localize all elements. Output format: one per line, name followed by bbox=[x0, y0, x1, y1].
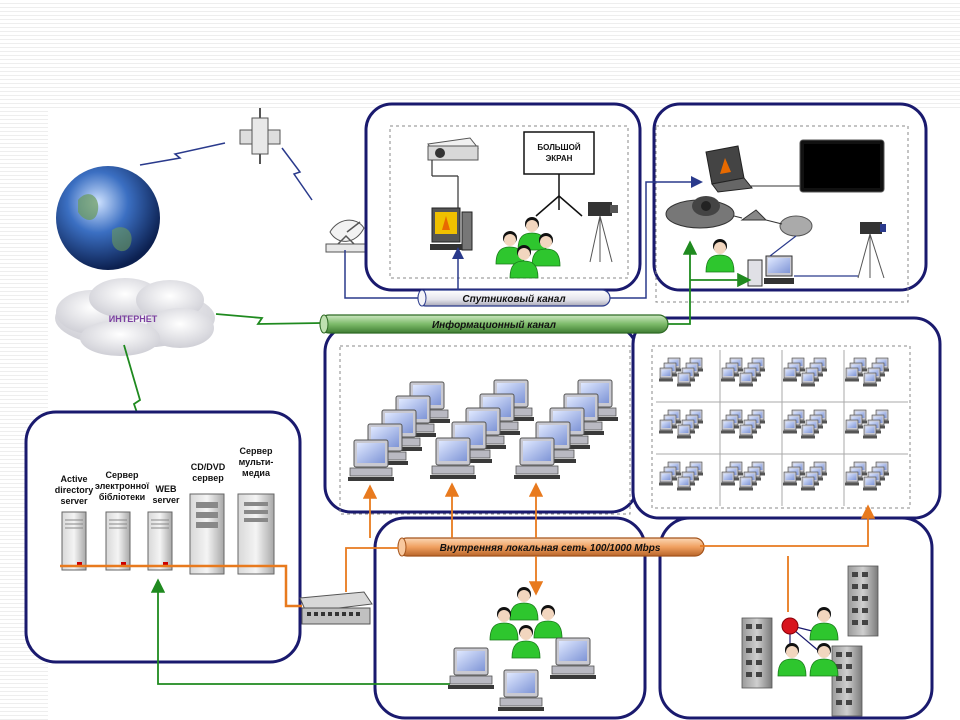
video-camera-icon bbox=[588, 202, 618, 263]
mic-link bbox=[769, 235, 797, 257]
big-screen-label-2: ЭКРАН bbox=[546, 154, 573, 163]
server-icon bbox=[105, 511, 131, 571]
microphone-icon bbox=[740, 209, 813, 237]
satellite-dish-icon bbox=[325, 219, 367, 253]
satellite-link bbox=[139, 142, 226, 166]
server-icon bbox=[147, 511, 173, 571]
videoconf-info-link bbox=[668, 240, 698, 325]
projection-screen-icon bbox=[523, 131, 595, 217]
server-icon bbox=[61, 511, 87, 571]
workstation-icon bbox=[747, 255, 794, 287]
projector-icon bbox=[427, 137, 479, 161]
workstation-icon bbox=[447, 647, 495, 690]
building-icon bbox=[831, 645, 863, 717]
satellite-channel-label: Спутниковый канал bbox=[462, 294, 566, 305]
internet-uplink bbox=[215, 313, 323, 325]
satellite-icon bbox=[239, 108, 281, 164]
server-icon bbox=[237, 493, 275, 575]
router-icon bbox=[781, 617, 799, 635]
network-switch-icon bbox=[299, 591, 373, 625]
video-camera-icon bbox=[857, 222, 886, 279]
users-web-link bbox=[150, 578, 450, 685]
internet-label: ИНТЕРНЕТ bbox=[109, 314, 158, 324]
server-icon bbox=[189, 493, 225, 575]
internet-cloud-icon bbox=[55, 278, 215, 356]
dish-link bbox=[344, 250, 418, 299]
building-icon bbox=[741, 617, 773, 689]
video-conference-unit-icon bbox=[665, 196, 735, 229]
laptop-icon bbox=[705, 145, 753, 193]
earth-globe-icon bbox=[56, 166, 160, 270]
info-channel bbox=[319, 314, 669, 334]
lan-channel bbox=[397, 537, 705, 557]
grid-link bbox=[700, 504, 876, 547]
workstation-icon bbox=[549, 637, 597, 680]
lan-channel-label: Внутренняя локальная сеть 100/1000 Mbps bbox=[440, 543, 661, 554]
satellite-downlink bbox=[281, 147, 313, 201]
workstation-icon bbox=[430, 207, 473, 251]
workstation-icon bbox=[497, 669, 545, 712]
videoconf-satellite-link bbox=[610, 176, 703, 299]
switch-lan-link bbox=[345, 547, 398, 592]
computer-grid bbox=[656, 350, 908, 506]
building-icon bbox=[847, 565, 879, 637]
big-screen-label-1: БОЛЬШОЙ bbox=[537, 143, 580, 152]
server-bus bbox=[60, 564, 302, 608]
info-channel-label: Информационный канал bbox=[432, 319, 557, 331]
flat-panel-display-icon bbox=[799, 139, 885, 193]
